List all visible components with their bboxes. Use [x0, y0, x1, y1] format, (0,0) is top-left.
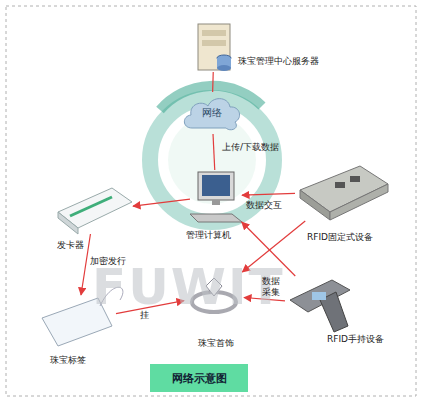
node-label: 珠宝首饰 — [198, 338, 234, 349]
edge-label: 数据交互 — [246, 200, 294, 211]
node-label: RFID手持设备 — [327, 334, 384, 345]
connector-arrow — [213, 134, 215, 170]
edge-label: 上传/下载数据 — [222, 142, 279, 153]
rfid-reader-side — [330, 184, 388, 220]
device-node: 管理计算机 — [190, 170, 242, 222]
watermark: FUWIT — [92, 258, 285, 316]
dashed-frame — [6, 6, 416, 396]
node-label: 珠宝管理中心服务器 — [238, 56, 319, 67]
edge-label: 加密发行 — [90, 256, 126, 267]
card-slot — [70, 197, 112, 216]
edge-label: 数据采集 — [262, 276, 282, 298]
keyboard-symbol — [190, 214, 242, 222]
connector-arrow — [212, 72, 214, 92]
node-label: 管理计算机 — [186, 230, 231, 241]
database-symbol — [217, 65, 231, 71]
device-node: 珠宝标签 — [38, 295, 116, 347]
device-node: 发卡器 — [55, 188, 133, 234]
reader-port — [335, 182, 345, 188]
device-node: 珠宝首饰 — [184, 272, 244, 318]
device-node: 珠宝管理中心服务器 — [193, 22, 235, 72]
node-label: RFID固定式设备 — [307, 232, 373, 243]
ring-core — [168, 116, 256, 204]
edge-label: 挂 — [140, 310, 149, 321]
rfid-reader-side — [300, 190, 330, 220]
caption: 网络示意图 — [150, 364, 248, 392]
monitor-symbol — [198, 172, 234, 200]
server-bay — [202, 30, 226, 36]
node-label: 网络 — [180, 92, 244, 134]
reader-port — [350, 176, 360, 182]
node-label: 珠宝标签 — [50, 355, 86, 366]
handheld-screen — [312, 292, 326, 300]
device-node: RFID手持设备 — [285, 276, 361, 332]
server-symbol — [198, 24, 230, 70]
server-bay — [202, 40, 226, 46]
node-label: 发卡器 — [57, 240, 84, 251]
connector-arrow — [242, 193, 295, 195]
connector-arrow — [133, 199, 190, 206]
monitor-stand — [212, 200, 220, 205]
cloud-node: 网络 — [180, 92, 244, 134]
device-node: RFID固定式设备 — [295, 163, 387, 221]
monitor-screen — [202, 175, 230, 196]
